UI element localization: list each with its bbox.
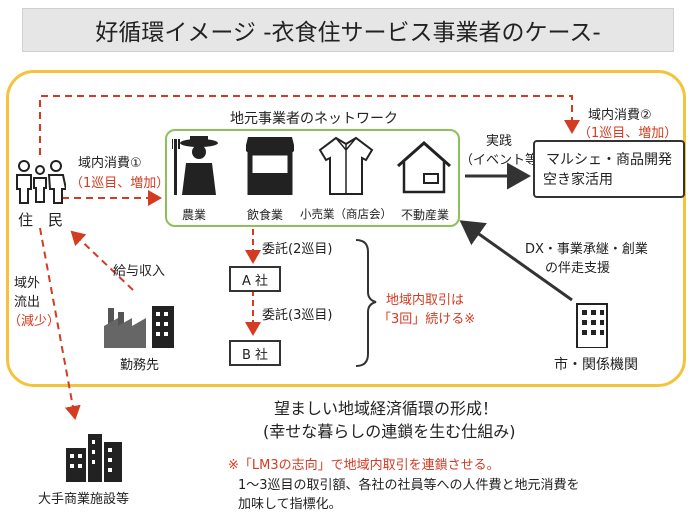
arrow-wage <box>70 230 134 291</box>
company-b-label: B 社 <box>241 347 269 363</box>
consign-2-label: 委託(2巡目) <box>262 242 333 257</box>
local-consumption-1-label: 域内消費① <box>78 156 142 171</box>
farmer-icon <box>172 136 218 195</box>
page-title: 好循環イメージ -衣食住サービス事業者のケース- <box>95 20 601 46</box>
conclusion-line-1: 望ましい地域経済循環の形成！ <box>274 399 499 418</box>
factory-icon <box>104 306 174 348</box>
network-member-restaurant: 飲食業 <box>247 208 284 222</box>
practice-label-1: 実践 <box>486 134 513 149</box>
wage-income-label: 給与収入 <box>113 264 166 279</box>
footnote-line-3: 加味して指標化。 <box>238 497 342 512</box>
network-label: 地元事業者のネットワーク <box>230 111 398 127</box>
local-consumption-2-label: 域内消費② <box>588 108 652 123</box>
residents-label: 住 民 <box>18 211 64 229</box>
shirt-icon <box>318 136 374 195</box>
workplace-label: 勤務先 <box>120 358 160 373</box>
large-facility-icon <box>66 434 122 482</box>
network-member-agriculture: 農業 <box>182 208 207 222</box>
outflow-label-1: 域外 <box>14 276 41 291</box>
arrow-dx-support <box>459 220 573 302</box>
outflow-note: （減少） <box>8 314 61 329</box>
practice-label-2: （イベント等） <box>460 153 552 168</box>
dx-support-line-1: DX・事業承継・創業 <box>525 242 648 257</box>
brace <box>355 239 377 367</box>
city-label: 市・関係機関 <box>554 357 638 373</box>
consign-3-label: 委託(3巡目) <box>262 308 333 323</box>
large-facility-label: 大手商業施設等 <box>38 492 130 507</box>
marche-line-2: 空き家活用 <box>543 172 613 188</box>
local-consumption-1-note: （1巡目、増加） <box>70 176 170 191</box>
restaurant-icon <box>246 137 294 195</box>
arrow-local-consumption-2 <box>39 95 580 155</box>
company-b-box: B 社 <box>229 340 281 366</box>
dx-support-line-2: の伴走支援 <box>545 261 611 276</box>
network-member-realestate: 不動産業 <box>401 208 450 222</box>
footnote-line-2: 1～3巡目の取引額、各社の社員等への人件費と地元消費を <box>238 478 580 493</box>
local-consumption-2-note: （1巡目、増加） <box>578 126 678 141</box>
local-economy-frame <box>6 70 686 387</box>
network-member-retail: 小売業（商店会） <box>300 207 392 221</box>
arrow-outflow <box>39 227 81 420</box>
footnote-line-1: ※「LM3の志向」で地域内取引を連鎖させる。 <box>228 458 500 473</box>
marche-line-1: マルシェ・商品開発 <box>546 152 672 168</box>
company-a-box: A 社 <box>229 266 281 292</box>
company-a-label: A 社 <box>241 273 269 289</box>
marche-box: マルシェ・商品開発 空き家活用 <box>533 140 685 198</box>
outflow-label-2: 流出 <box>14 295 41 310</box>
residents-icon <box>16 160 66 204</box>
house-icon <box>397 140 451 194</box>
regional-transaction-line-2: 「3回」続ける※ <box>378 312 476 327</box>
city-building-icon <box>576 303 608 348</box>
regional-transaction-line-1: 地域内取引は <box>386 293 465 308</box>
conclusion-line-2: (幸せな暮らしの連鎖を生む仕組み) <box>263 422 516 441</box>
title-bar: 好循環イメージ -衣食住サービス事業者のケース- <box>22 8 674 52</box>
